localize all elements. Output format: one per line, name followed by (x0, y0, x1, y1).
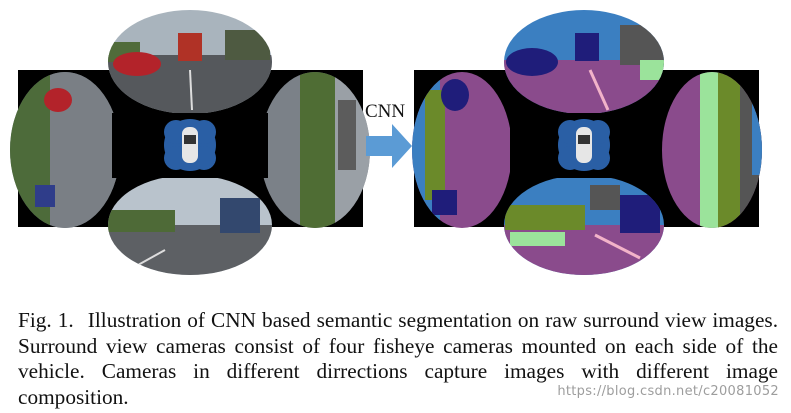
vehicle-top-view (112, 113, 268, 178)
raw-surround-view-images (10, 10, 370, 275)
rear-segmentation (504, 175, 664, 275)
left-segmentation (412, 72, 512, 228)
rear-camera-image (108, 175, 272, 275)
figure: CNN (10, 10, 762, 275)
cnn-label: CNN (365, 101, 406, 122)
figure-illustration (10, 10, 762, 275)
segmentation-results (412, 10, 762, 275)
right-segmentation (662, 72, 762, 228)
figure-label: Fig. 1. (18, 308, 74, 332)
figure-caption: Fig. 1. Illustration of CNN based semant… (18, 308, 778, 410)
caption-text: Illustration of CNN based semantic segme… (18, 308, 779, 409)
watermark: https://blog.csdn.net/c20081052 (557, 384, 779, 399)
vehicle-top-view-segmentation (510, 113, 660, 178)
front-camera-image (108, 10, 272, 114)
right-camera-image (260, 72, 370, 228)
cnn-arrow (366, 124, 412, 168)
